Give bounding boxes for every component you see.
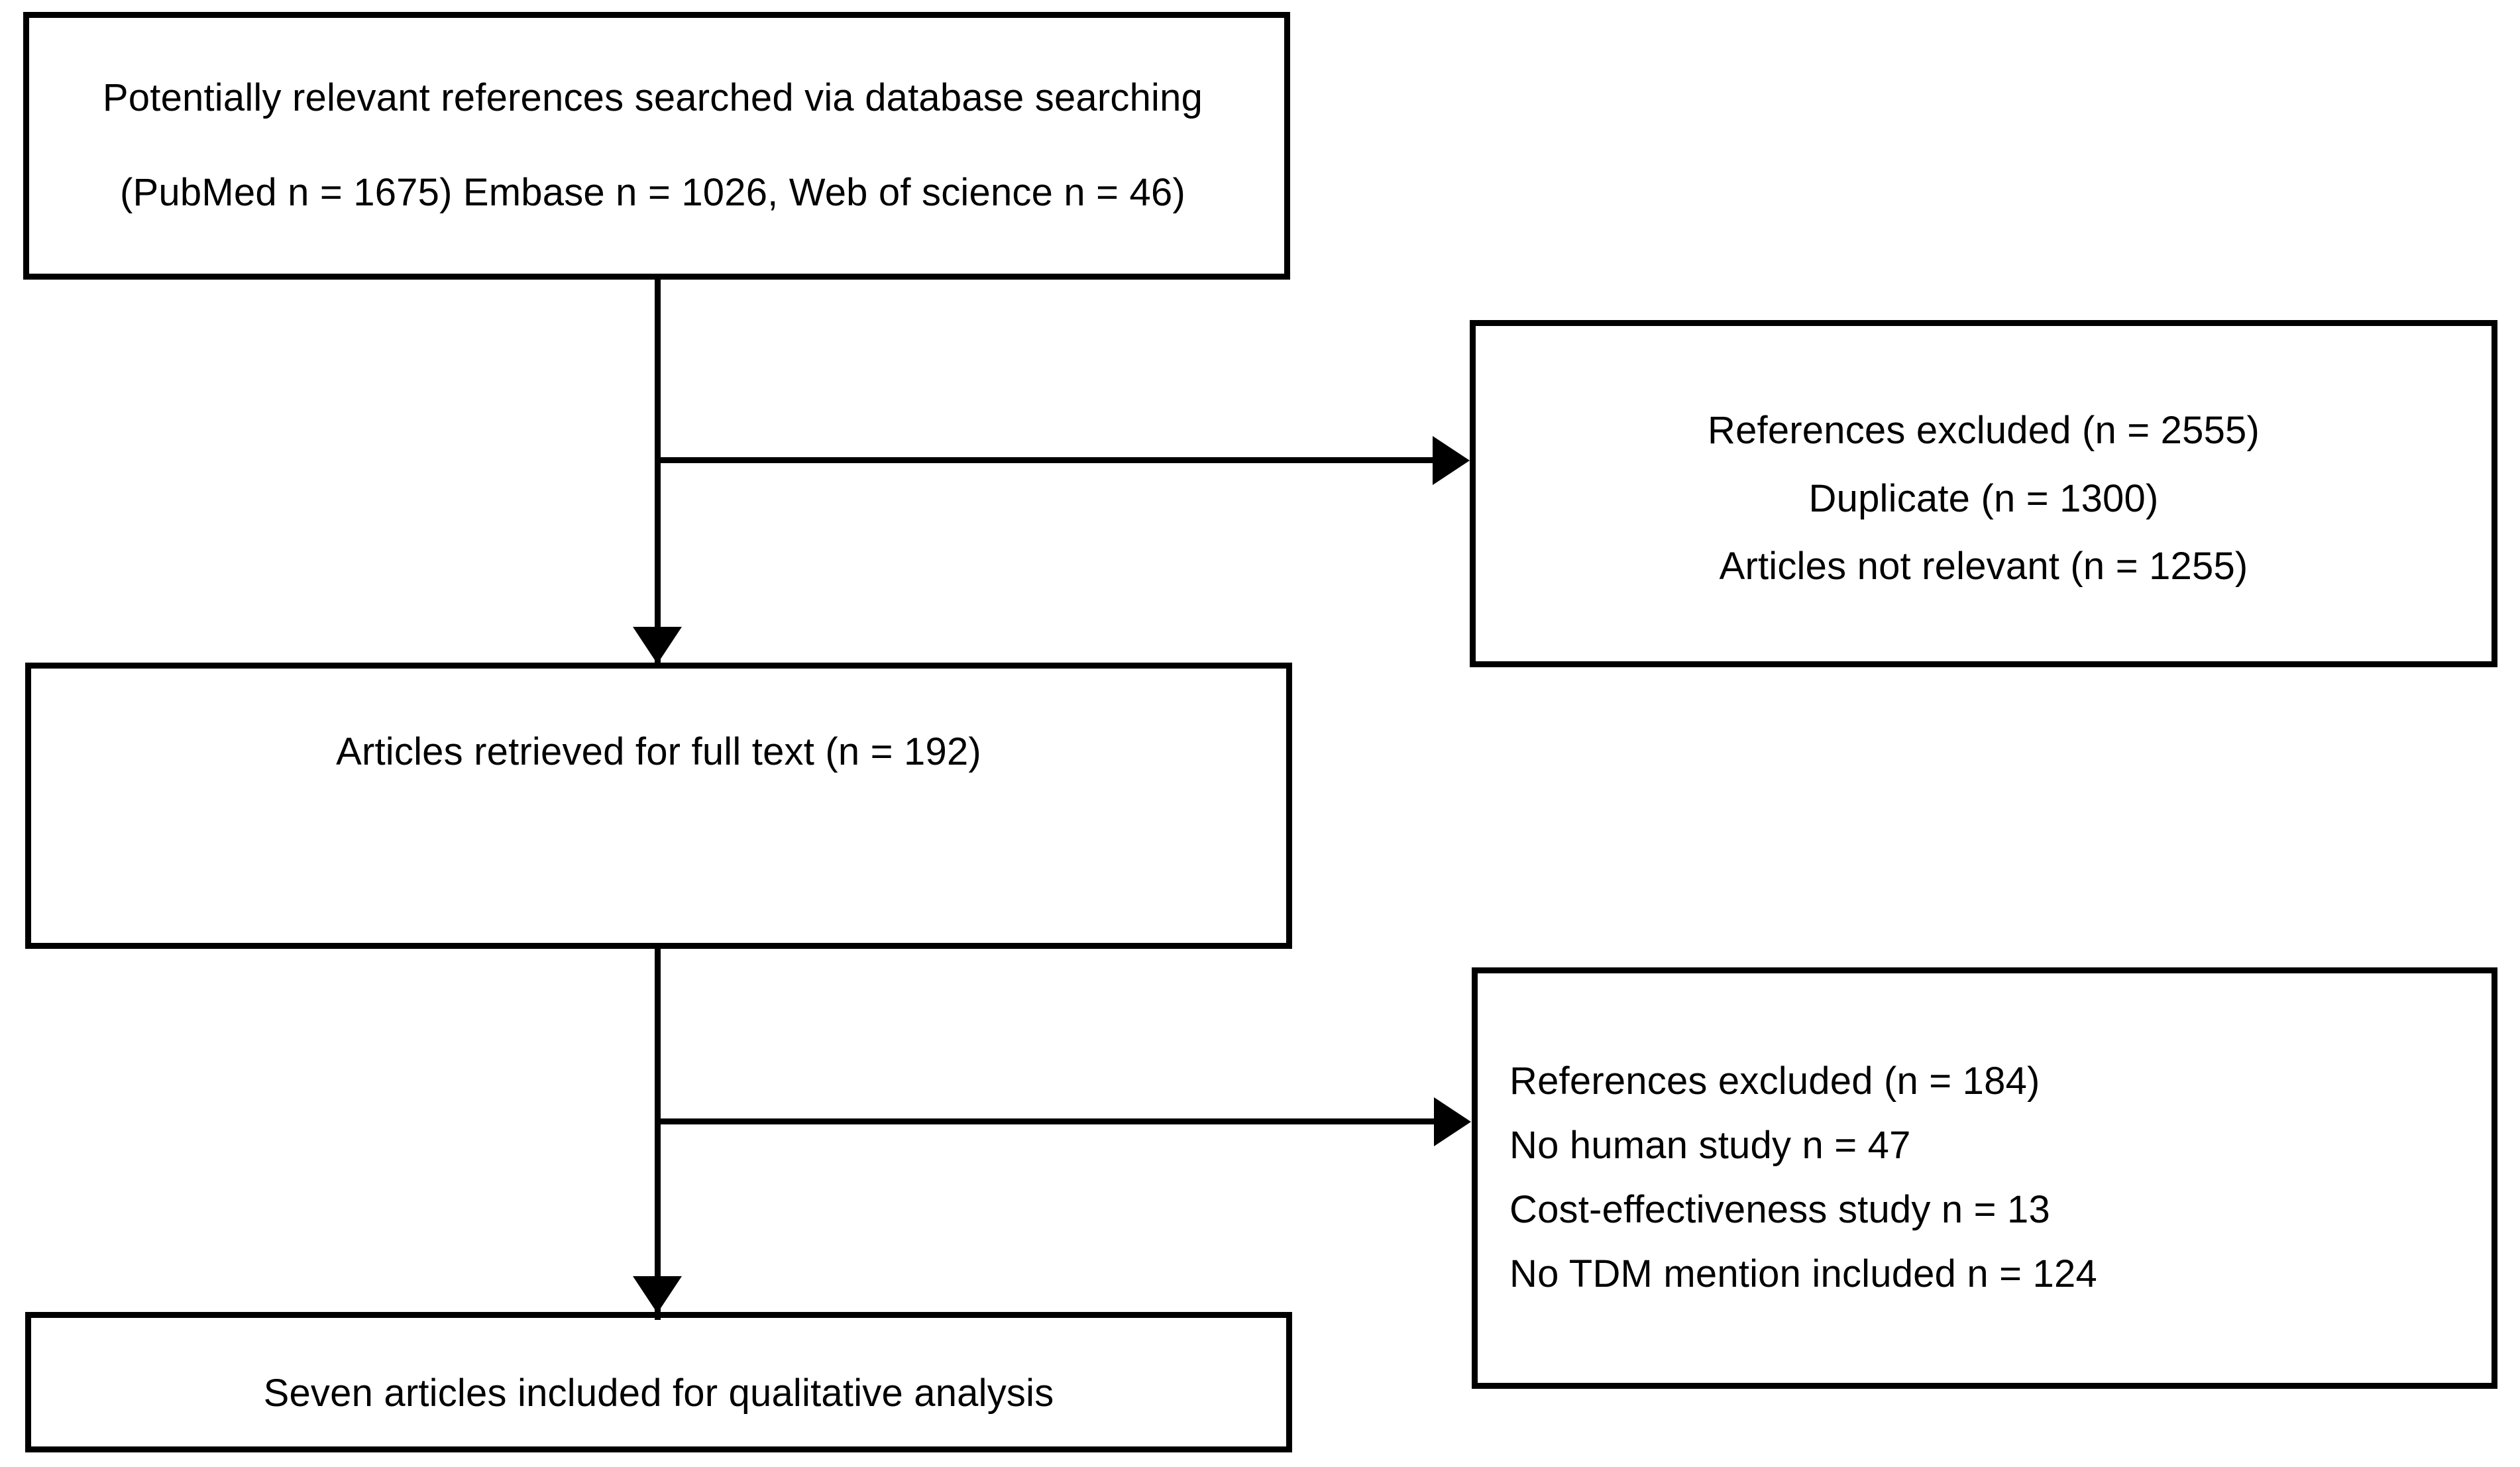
box-identification-line-1: Potentially relevant references searched… (102, 76, 1203, 120)
arrow-down-icon-fulltext-to-included (633, 1276, 682, 1313)
box-excluded-second-line-3: Cost-effectiveness study n = 13 (1509, 1188, 2050, 1231)
connector-fulltext-to-included-line (655, 949, 661, 1320)
box-included-line-1: Seven articles included for qualitative … (263, 1372, 1054, 1415)
box-excluded-first: References excluded (n = 2555) Duplicate… (1470, 320, 2497, 667)
box-excluded-second: References excluded (n = 184) No human s… (1472, 967, 2497, 1389)
box-identification-content: Potentially relevant references searched… (29, 78, 1284, 213)
box-excluded-second-line-4: No TDM mention included n = 124 (1509, 1252, 2097, 1295)
box-identification-line-2: (PubMed n = 1675) Embase n = 1026, Web o… (120, 171, 1185, 214)
box-full-text-line-1: Articles retrieved for full text (n = 19… (336, 730, 981, 773)
arrow-down-icon-identification-to-fulltext (633, 627, 682, 664)
box-excluded-second-line-1: References excluded (n = 184) (1509, 1060, 2040, 1103)
box-excluded-first-line-3: Articles not relevant (n = 1255) (1719, 545, 2248, 588)
arrow-right-icon-fulltext-to-excluded-second (1434, 1097, 1471, 1146)
box-excluded-second-line-2: No human study n = 47 (1509, 1124, 1911, 1168)
box-excluded-second-content: References excluded (n = 184) No human s… (1478, 1038, 2492, 1319)
box-full-text-content: Articles retrieved for full text (n = 19… (31, 732, 1286, 773)
box-excluded-first-line-1: References excluded (n = 2555) (1707, 408, 2260, 452)
connector-fulltext-to-excluded-second-line (655, 1118, 1437, 1124)
box-included: Seven articles included for qualitative … (25, 1312, 1292, 1452)
box-included-content: Seven articles included for qualitative … (31, 1372, 1286, 1415)
box-excluded-first-content: References excluded (n = 2555) Duplicate… (1476, 383, 2492, 616)
box-identification: Potentially relevant references searched… (23, 12, 1290, 280)
arrow-right-icon-identification-to-excluded-first (1433, 436, 1470, 485)
connector-identification-to-fulltext-line (655, 280, 661, 664)
box-full-text: Articles retrieved for full text (n = 19… (25, 663, 1292, 949)
box-excluded-first-line-2: Duplicate (n = 1300) (1808, 476, 2159, 520)
connector-identification-to-excluded-first-line (655, 457, 1435, 463)
